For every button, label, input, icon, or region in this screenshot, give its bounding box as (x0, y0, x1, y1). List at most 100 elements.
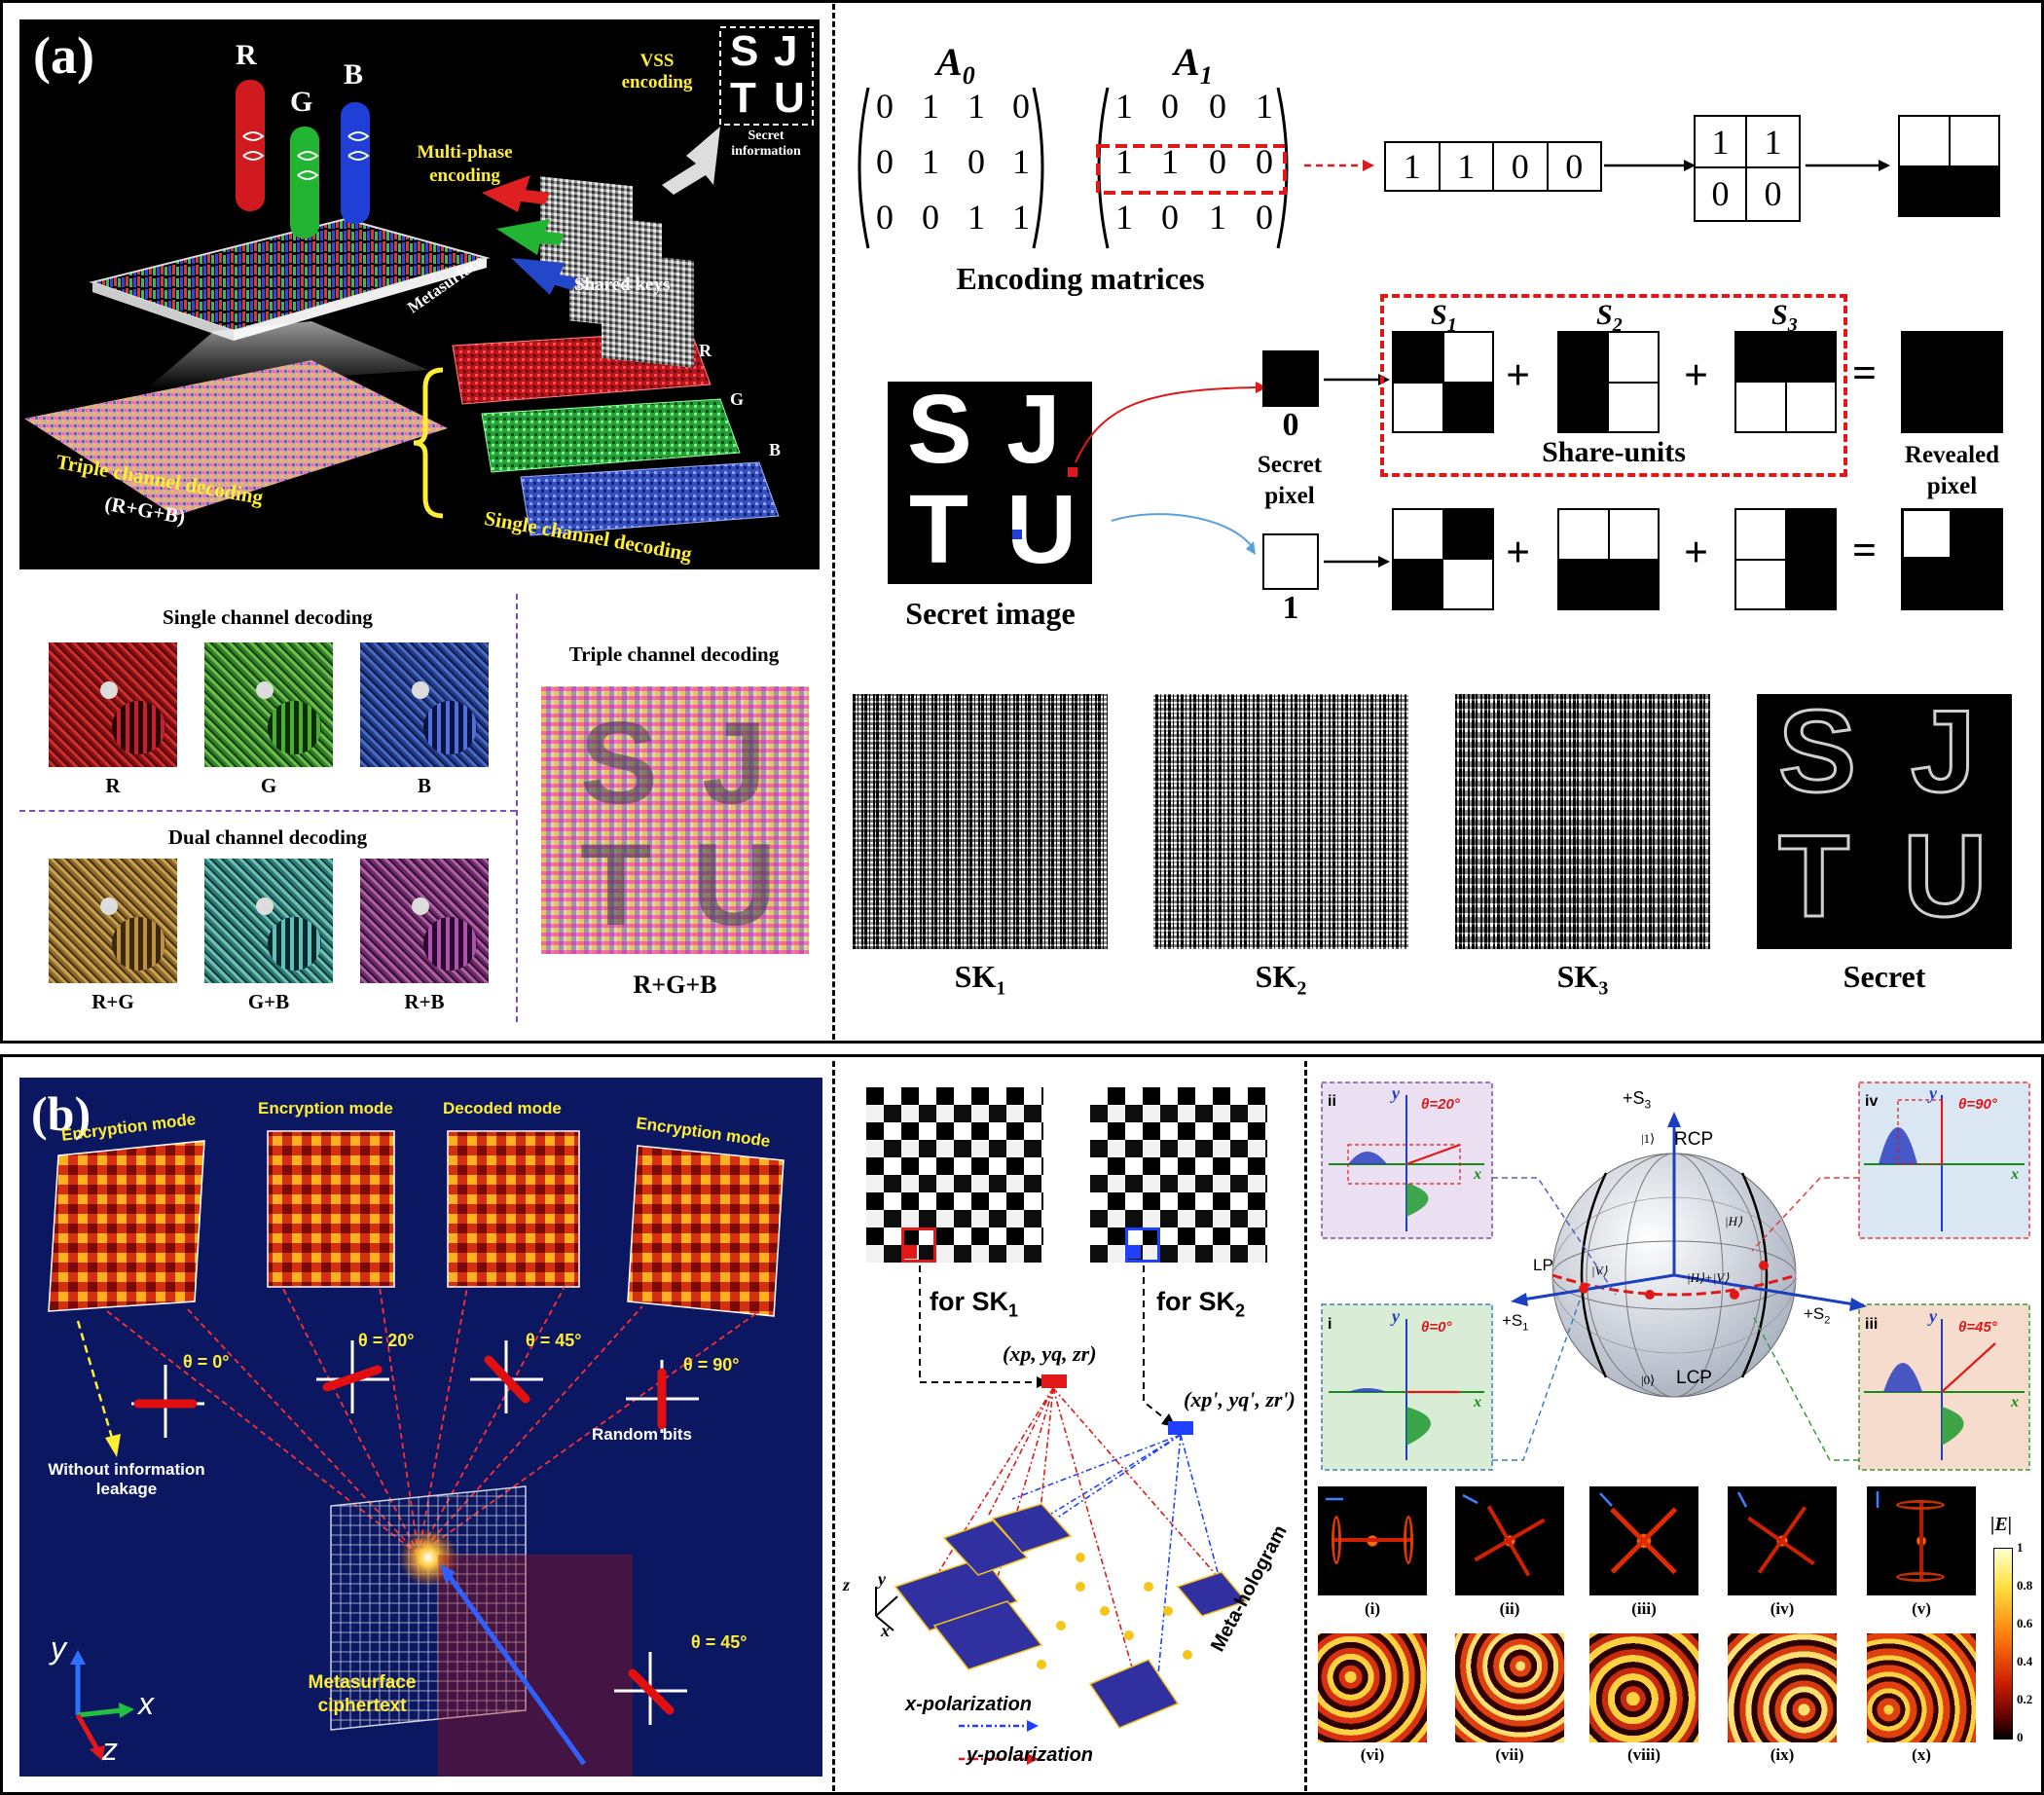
encoding-matrices-caption: Encoding matrices (956, 261, 1205, 296)
a1-cell: 1 (1115, 87, 1133, 126)
colorbar-tick: 0.6 (2017, 1616, 2033, 1630)
inset-ii-id: ii (1328, 1093, 1336, 1110)
grid-2x2: 1 1 0 0 (1694, 115, 1801, 222)
for-sk1-label: for SK1 (930, 1287, 1019, 1321)
y-pol-label: y-polarization (967, 1744, 1094, 1766)
inset-iv-axis-y: y (1929, 1083, 1937, 1103)
a1-cell: 1 (1115, 142, 1133, 181)
s1-axis-label: +S1 (1502, 1311, 1529, 1334)
grid-cell: 1 (1747, 117, 1799, 168)
speckle-vi (1318, 1633, 1427, 1742)
plus-sign: + (1506, 529, 1531, 576)
equals-sign: = (1852, 349, 1878, 397)
single-r-label: R (105, 774, 121, 797)
axis-y-label: y (51, 1630, 66, 1666)
sjtu-s: S (730, 27, 759, 75)
a0-cell: 1 (967, 198, 985, 237)
share-s2-row0 (1557, 331, 1660, 433)
field-label-ii: (ii) (1499, 1599, 1520, 1618)
field-map-v (1867, 1486, 1976, 1595)
sjtu-u: U (774, 74, 805, 122)
sjtu-j: J (774, 27, 798, 75)
a1-cell: 1 (1161, 142, 1179, 181)
a0-cell: 1 (967, 87, 985, 126)
panel-b-divider-2 (1304, 1061, 1307, 1791)
grid-cell: 1 (1696, 117, 1747, 168)
single-g-image (204, 642, 333, 767)
ket-h-label: |H⟩ (1725, 1214, 1743, 1228)
a0-cell: 0 (876, 198, 894, 237)
secret-information-label: Secret information (731, 128, 801, 159)
holo-axis-y: y (878, 1569, 886, 1589)
colorbar-title: |E| (1990, 1514, 2013, 1535)
share-s1-row0 (1392, 331, 1494, 433)
colorbar-tick: 0.8 (2017, 1578, 2033, 1593)
s2-axis-label: +S2 (1804, 1304, 1831, 1327)
a1-cell: 0 (1209, 142, 1226, 181)
inset-i-axis-x: x (1474, 1394, 1481, 1410)
field-label-v: (v) (1912, 1599, 1931, 1618)
colorbar-tick: 1 (2017, 1540, 2024, 1555)
plus-sign: + (1684, 529, 1709, 576)
a1-cell: 1 (1256, 87, 1273, 126)
speckle-viii (1589, 1633, 1698, 1742)
inset-ii-axis-x: x (1474, 1166, 1481, 1183)
angle-label-1: θ = 0° (183, 1352, 230, 1372)
matrix-a0-title: A0 (936, 40, 975, 90)
illustration-svg (24, 26, 814, 536)
field-label-vi: (vi) (1360, 1745, 1385, 1764)
dual-rg-image (49, 859, 177, 983)
a0-cell: 1 (922, 87, 939, 126)
layer-g-label: G (730, 389, 745, 409)
revealed-pixel-mixed (1901, 508, 2003, 610)
sk2-image-overlay (1153, 694, 1408, 949)
dual-rb-image (360, 859, 489, 983)
matrix-a1: A1 1 0 0 1 1 1 0 0 1 0 1 0 (1088, 39, 1297, 253)
single-r-image (49, 642, 177, 767)
field-label-i: (i) (1364, 1599, 1381, 1618)
matrix-flow-arrows (1304, 160, 1890, 171)
sjtu-t: T (730, 74, 756, 122)
for-sk2-label: for SK2 (1156, 1287, 1246, 1321)
field-label-iii: (iii) (1631, 1599, 1657, 1618)
angle-label-3: θ = 45° (526, 1331, 582, 1350)
a0-cell: 0 (876, 87, 894, 126)
dual-rg-label: R+G (91, 990, 134, 1013)
x-pol-label: x-polarization (905, 1694, 1033, 1715)
b-beam-label: B (344, 58, 364, 91)
decoding-divider-h (19, 810, 516, 812)
field-map-i (1318, 1486, 1427, 1595)
secret-pixel-white (1262, 533, 1319, 590)
colorbar-tick: 0 (2017, 1730, 2024, 1744)
axis-x-label: x (138, 1686, 154, 1721)
axis-z-label: z (102, 1732, 118, 1767)
grid-cell: 0 (1764, 174, 1782, 213)
angle-label-2: θ = 20° (358, 1331, 415, 1350)
input-angle-label: θ = 45° (691, 1632, 748, 1652)
share-units-box (1380, 294, 1847, 477)
inset-i-id: i (1328, 1316, 1332, 1333)
sk1-label: SK1 (954, 959, 1006, 1000)
single-b-label: B (417, 774, 431, 797)
a0-cell: 0 (922, 198, 939, 237)
ket-hv-label: |H⟩+|V⟩ (1687, 1270, 1730, 1285)
arrow-to-shares-1 (1324, 556, 1390, 568)
lp-label: LP (1533, 1256, 1553, 1274)
share-s3-row1 (1734, 508, 1837, 610)
a0-cell: 0 (967, 142, 985, 181)
s3-axis-label: +S3 (1623, 1088, 1652, 1112)
inset-iii-axis-x: x (2011, 1394, 2019, 1410)
secret-label: Secret (1843, 959, 1926, 994)
vss-encoding-label: VSS encoding (621, 51, 693, 92)
row-vector: 1 1 0 0 (1384, 141, 1602, 192)
secret-image-caption: Secret image (905, 596, 1076, 631)
speckle-ix (1728, 1633, 1837, 1742)
dual-gb-label: G+B (247, 990, 290, 1013)
decoding-divider-v (516, 594, 518, 1022)
inset-iii-theta: θ=45° (1958, 1319, 1997, 1336)
row-vector-cell: 0 (1565, 147, 1584, 186)
row-vector-cell: 0 (1494, 143, 1549, 190)
panel-a-label: (a) (33, 26, 94, 85)
colorbar-tick: 0.2 (2017, 1692, 2033, 1706)
field-label-x: (x) (1912, 1745, 1931, 1764)
